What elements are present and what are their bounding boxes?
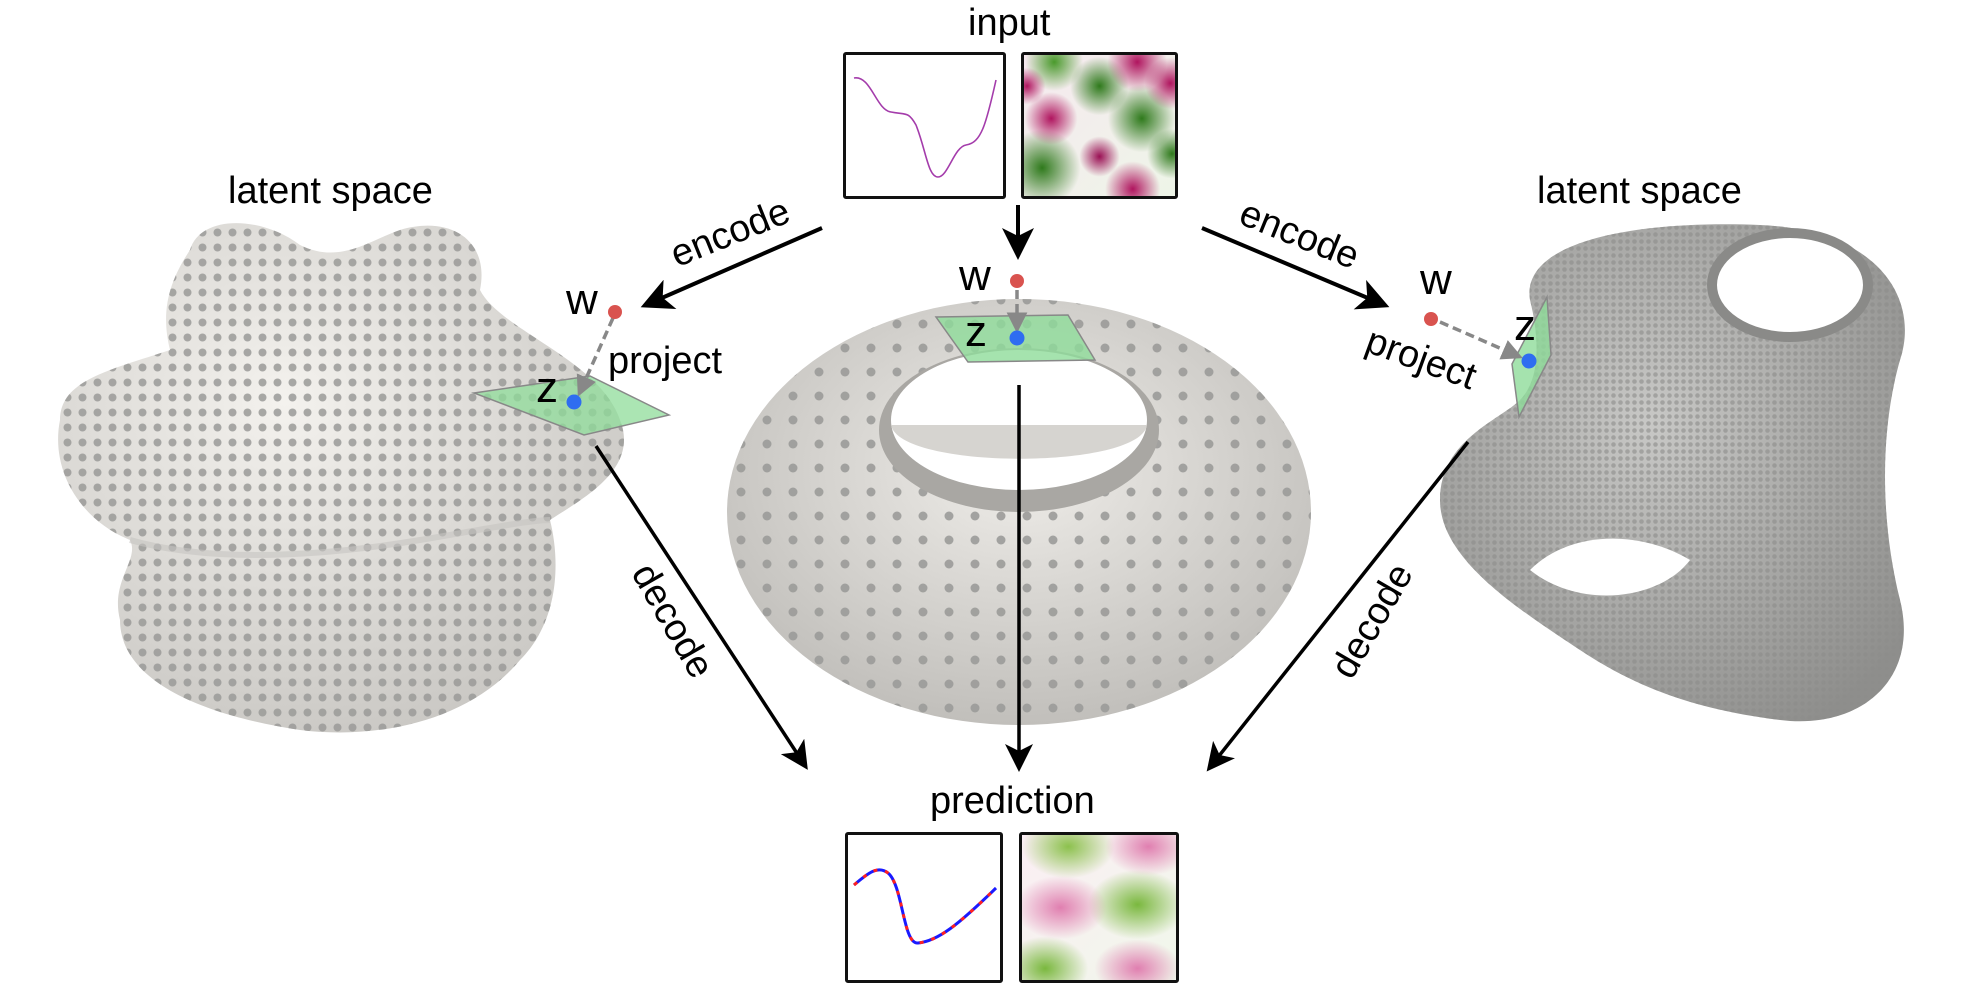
right-latent-space-title: latent space [1537,170,1742,212]
left-z-point [566,394,582,410]
klein-bottle-latent-surface [1440,224,1905,722]
input-field-heatmap [1021,52,1178,199]
decode-arrow-left [594,445,808,770]
left-latent-space-title: latent space [228,170,433,212]
left-w-label: w [566,275,598,324]
input-title: input [968,2,1051,44]
left-z-label: z [536,363,558,412]
right-z-label: z [1514,301,1536,350]
project-arrow-right [1439,320,1523,360]
center-w-point [1010,274,1024,288]
input-curve [853,77,997,178]
input-function-plot [843,52,1006,199]
left-w-point [608,305,622,319]
right-w-point [1424,312,1438,326]
prediction-curve [853,868,998,945]
decode-arrow-right [1206,440,1470,772]
left-project-label: project [608,340,723,382]
left-latent-surface [58,223,624,733]
center-w-label: w [959,251,991,300]
right-w-label: w [1420,255,1452,304]
prediction-field-heatmap [1019,832,1179,983]
encode-arrow-right [1201,226,1390,310]
prediction-function-plot [845,832,1003,983]
center-z-label: z [965,307,987,356]
prediction-title: prediction [930,780,1095,822]
encode-arrow-left [640,226,823,310]
center-z-point [1009,330,1025,346]
right-z-point [1521,353,1537,369]
